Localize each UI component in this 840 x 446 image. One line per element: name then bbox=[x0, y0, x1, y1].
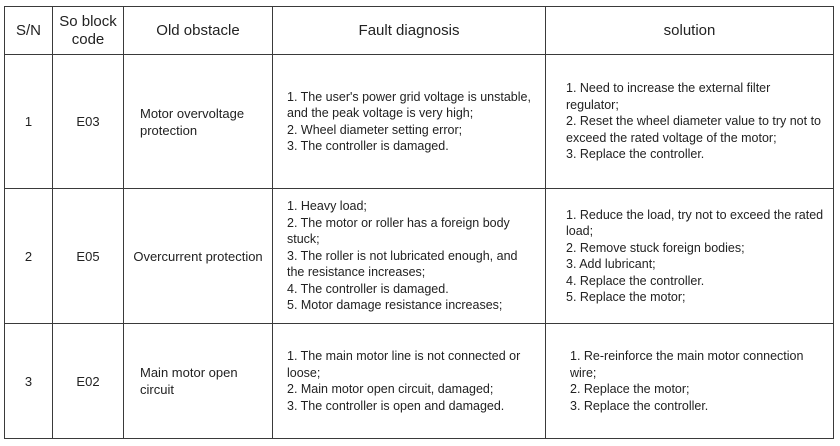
header-sn: S/N bbox=[4, 6, 53, 55]
table-row: 3 E02 Main motor open circuit 1. The mai… bbox=[4, 323, 834, 439]
row-sn: 3 bbox=[4, 323, 53, 439]
solution-line: 3. Add lubricant; bbox=[566, 257, 656, 271]
obstacle-text: Overcurrent protection bbox=[133, 248, 263, 264]
diagnosis-cell: 1. Heavy load; 2. The motor or roller ha… bbox=[272, 188, 546, 324]
diagnosis-line: 3. The controller is open and damaged. bbox=[287, 398, 505, 413]
obstacle-cell: Motor overvoltage protection bbox=[123, 54, 273, 189]
error-code: E03 bbox=[52, 54, 124, 189]
obstacle-text: Main motor open circuit bbox=[140, 365, 238, 397]
solution-line: 1. Need to increase the external filter … bbox=[566, 81, 771, 112]
diagnosis-cell: 1. The user's power grid voltage is unst… bbox=[272, 54, 546, 189]
row-sn: 2 bbox=[4, 188, 53, 324]
solution-line: 1. Reduce the load, try not to exceed th… bbox=[566, 207, 824, 239]
diagnosis-line: 3. The roller is not lubricated enough, … bbox=[287, 248, 518, 280]
header-code: So block code bbox=[52, 6, 124, 55]
obstacle-text: Motor overvoltage protection bbox=[140, 105, 245, 138]
solution-line: 2. Replace the motor; bbox=[570, 382, 690, 396]
row-sn: 1 bbox=[4, 54, 53, 189]
solution-cell: 1. Reduce the load, try not to exceed th… bbox=[545, 188, 834, 324]
solution-line: 2. Remove stuck foreign bodies; bbox=[566, 240, 745, 255]
diagnosis-line: 1. The user's power grid voltage is unst… bbox=[287, 89, 531, 121]
solution-cell: 1. Re-reinforce the main motor connectio… bbox=[545, 323, 834, 439]
obstacle-cell: Main motor open circuit bbox=[123, 323, 273, 439]
solution-cell: 1. Need to increase the external filter … bbox=[545, 54, 834, 189]
solution-line: 4. Replace the controller. bbox=[566, 273, 705, 288]
header-diagnosis: Fault diagnosis bbox=[272, 6, 546, 55]
error-code: E05 bbox=[52, 188, 124, 324]
obstacle-cell: Overcurrent protection bbox=[123, 188, 273, 324]
header-solution: solution bbox=[545, 6, 834, 55]
diagnosis-line: 2. The motor or roller has a foreign bod… bbox=[287, 215, 510, 247]
diagnosis-line: 5. Motor damage resistance increases; bbox=[287, 298, 503, 313]
table-row: 1 E03 Motor overvoltage protection 1. Th… bbox=[4, 54, 834, 189]
diagnosis-line: 4. The controller is damaged. bbox=[287, 281, 449, 296]
table-row: 2 E05 Overcurrent protection 1. Heavy lo… bbox=[4, 188, 834, 324]
solution-line: 2. Reset the wheel diameter value to try… bbox=[566, 114, 821, 145]
solution-line: 3. Replace the controller. bbox=[566, 147, 705, 162]
diagnosis-line: 1. Heavy load; bbox=[287, 199, 367, 214]
diagnosis-cell: 1. The main motor line is not connected … bbox=[272, 323, 546, 439]
error-code: E02 bbox=[52, 323, 124, 439]
diagnosis-line: 2. Wheel diameter setting error; bbox=[287, 122, 463, 137]
diagnosis-line: 3. The controller is damaged. bbox=[287, 139, 449, 153]
fault-code-table: S/N So block code Old obstacle Fault dia… bbox=[4, 6, 834, 439]
solution-line: 5. Replace the motor; bbox=[566, 290, 686, 304]
solution-line: 1. Re-reinforce the main motor connectio… bbox=[570, 349, 804, 380]
diagnosis-line: 2. Main motor open circuit, damaged; bbox=[287, 382, 494, 396]
header-obstacle: Old obstacle bbox=[123, 6, 273, 55]
solution-line: 3. Replace the controller. bbox=[570, 398, 709, 413]
header-row: S/N So block code Old obstacle Fault dia… bbox=[4, 6, 834, 55]
diagnosis-line: 1. The main motor line is not connected … bbox=[287, 349, 521, 380]
